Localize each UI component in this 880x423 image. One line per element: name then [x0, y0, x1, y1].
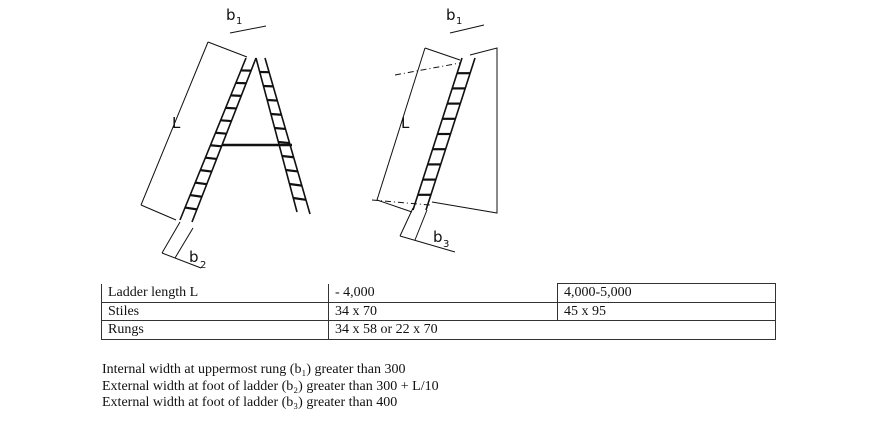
table-cell: Rungs	[101, 320, 329, 340]
label-b2-sub: 2	[200, 260, 206, 271]
right-ladder-rung	[267, 98, 278, 102]
label-b1-left: b	[226, 6, 236, 24]
table-cell: Ladder length L	[101, 283, 329, 303]
left-ladder-rung	[200, 169, 212, 173]
table-cell: 4,000-5,000	[557, 283, 776, 303]
width-requirements-notes: Internal width at uppermost rung (b₁) gr…	[102, 362, 439, 412]
right-ladder-rung	[289, 182, 302, 187]
left-ladder-rung	[215, 131, 227, 135]
left-ladder-rung	[195, 181, 207, 186]
left-ladder-stile	[191, 57, 257, 223]
table-cell: 34 x 58 or 22 x 70	[328, 320, 776, 340]
table-row: Stiles 34 x 70 45 x 95	[101, 302, 776, 321]
label-b1-right: b	[446, 6, 456, 24]
stepladder-drawing	[179, 57, 311, 223]
leaning-ladder-drawing	[412, 57, 476, 211]
left-ladder-rung	[210, 144, 222, 148]
note-line: External width at foot of ladder (b₂) gr…	[102, 378, 439, 394]
left-ladder-stile	[179, 57, 247, 221]
label-L-right: L	[401, 114, 410, 132]
table-row: Rungs 34 x 58 or 22 x 70	[101, 320, 776, 340]
right-ladder-stile	[264, 57, 311, 215]
label-b3-sub: 3	[443, 239, 449, 250]
table-cell: Stiles	[101, 302, 329, 321]
table-cell: 34 x 70	[328, 302, 558, 321]
note-line: External width at foot of ladder (b₃) gr…	[102, 395, 398, 410]
right-ladder-rung	[274, 126, 286, 131]
table-cell: 45 x 95	[557, 302, 776, 321]
label-b2: b	[189, 248, 199, 266]
right-ladder-rung	[278, 140, 290, 145]
dimension-lines	[140, 24, 498, 269]
label-b3: b	[433, 228, 443, 246]
right-ladder-rung	[270, 112, 282, 116]
right-ladder-rung	[281, 154, 294, 159]
left-ladder-rung	[184, 206, 198, 211]
ladder-dimensions-table: Ladder length L - 4,000 4,000-5,000 Stil…	[101, 283, 776, 340]
label-L-left: L	[172, 114, 181, 132]
right-ladder-rung	[293, 196, 307, 201]
right-ladder-rung	[285, 168, 298, 173]
right-ladder-stile	[255, 57, 298, 213]
table-row: Ladder length L - 4,000 4,000-5,000	[101, 283, 776, 303]
left-ladder-rung	[225, 106, 237, 110]
note-line: Internal width at uppermost rung (b₁) gr…	[102, 362, 406, 377]
label-b1-left-sub: 1	[236, 16, 242, 27]
ladder-diagrams: b 1 L b 2 b 1 L b 3	[140, 6, 498, 271]
table-cell: - 4,000	[328, 283, 558, 303]
left-ladder-rung	[189, 193, 203, 198]
left-ladder-rung	[220, 119, 232, 123]
left-ladder-rung	[205, 156, 217, 161]
label-b1-right-sub: 1	[456, 16, 462, 27]
